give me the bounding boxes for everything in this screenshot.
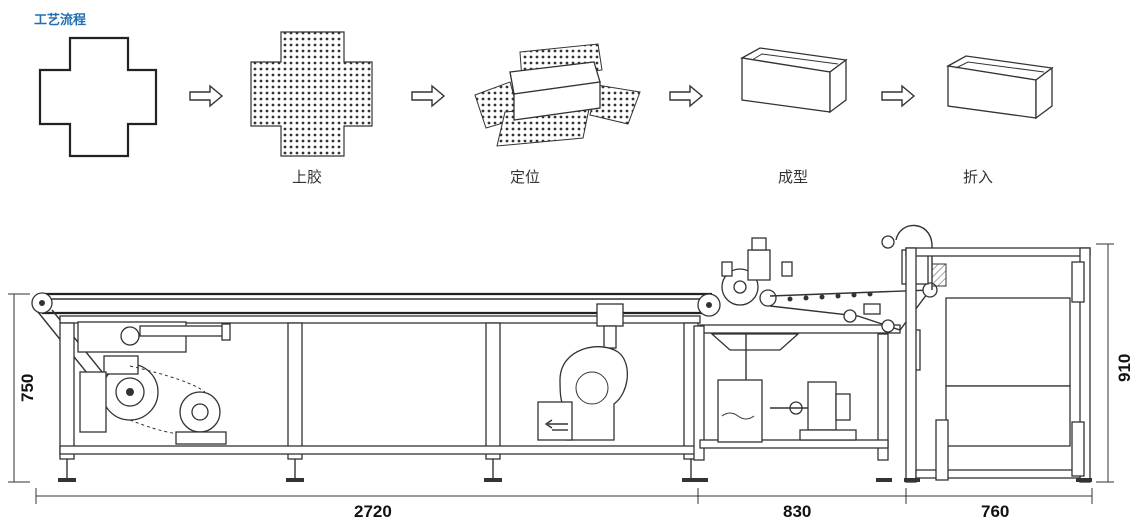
flow-arrow-icon [669,84,704,108]
step-label-glue: 上胶 [292,168,322,186]
dimension-910: 910 [1115,354,1133,382]
dimension-2720: 2720 [354,502,392,521]
step-glued-blank [250,31,373,157]
dimension-lines [8,243,1114,504]
dimension-760: 760 [981,502,1009,521]
flow-arrow-icon [411,84,446,108]
step-label-position: 定位 [510,168,540,186]
dimension-750: 750 [18,374,37,402]
dimension-830: 830 [783,502,811,521]
step-folded-box [946,55,1054,120]
diagram-title: 工艺流程 [34,12,86,28]
step-blank [38,36,158,158]
flow-arrow-icon [189,84,224,108]
step-label-form: 成型 [778,168,808,186]
step-positioning [474,43,641,147]
step-formed-box [740,47,848,114]
step-label-fold: 折入 [963,168,993,186]
flow-arrow-icon [881,84,916,108]
machine-drawing [31,224,1092,483]
